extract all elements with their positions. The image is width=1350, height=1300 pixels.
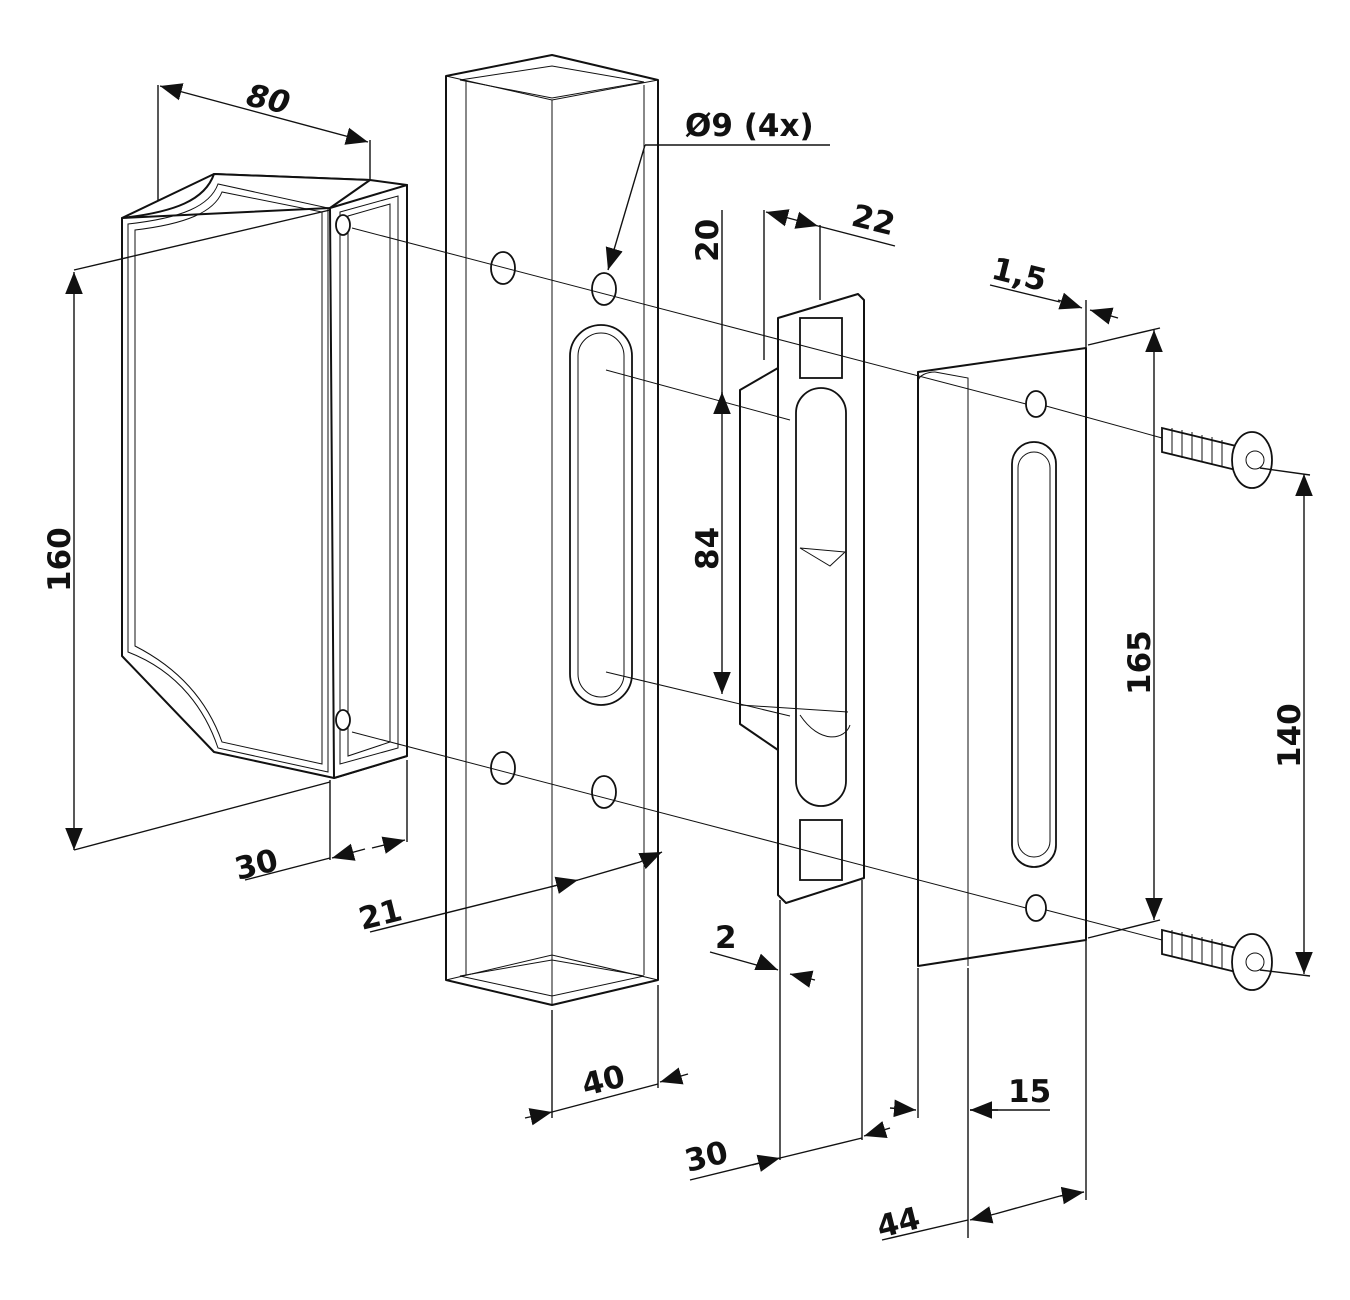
dim-140: 140 [1272, 703, 1308, 768]
dim-80: 80 [243, 78, 293, 122]
dimension-lines [65, 83, 1313, 1241]
dim-20: 20 [690, 219, 726, 262]
dim-hole-diameter: Ø9 (4x) [685, 108, 814, 144]
dim-30-keeper: 30 [681, 1134, 732, 1179]
dim-30-box: 30 [231, 842, 282, 887]
keeper [739, 293, 865, 904]
dim-1-5: 1,5 [988, 251, 1050, 299]
dim-2: 2 [715, 920, 737, 956]
dim-15: 15 [1008, 1074, 1051, 1110]
dim-21: 21 [355, 892, 406, 937]
screw-bottom [1161, 928, 1273, 991]
dim-44: 44 [873, 1200, 924, 1245]
screw-top [1161, 426, 1273, 489]
alignment-lines [351, 227, 1163, 941]
dim-160: 160 [42, 527, 78, 592]
strike-plate [917, 347, 1087, 967]
square-post [445, 54, 659, 1006]
dim-84: 84 [690, 527, 726, 570]
dim-40: 40 [578, 1058, 629, 1103]
lock-box [121, 173, 408, 779]
dimension-labels: 80 160 30 Ø9 (4x) 21 40 20 22 84 2 30 1,… [42, 78, 1308, 1246]
dim-165: 165 [1122, 630, 1158, 695]
